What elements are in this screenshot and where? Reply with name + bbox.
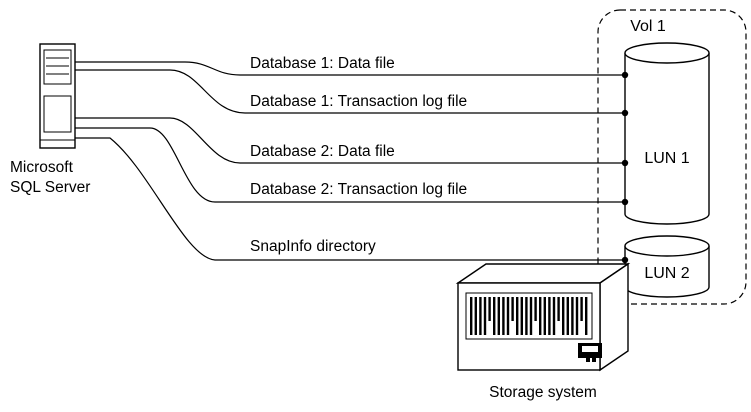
connection-label-db1-data: Database 1: Data file <box>250 55 395 72</box>
drive-slot <box>506 297 510 335</box>
connection-dot <box>621 109 629 117</box>
drive-slot <box>516 297 519 335</box>
drive-slot <box>534 297 537 321</box>
drive-slot <box>529 297 533 335</box>
drive-slot <box>571 297 574 335</box>
lun-1-cylinder <box>624 42 710 225</box>
drive-slot <box>585 297 588 335</box>
drive-slot <box>562 297 565 335</box>
drive-slot <box>479 297 482 335</box>
drive-slot <box>543 297 546 335</box>
drive-slot <box>548 297 551 335</box>
storage-appliance-icon <box>455 262 631 372</box>
drive-slot <box>493 297 496 335</box>
drive-slot <box>580 297 583 321</box>
server-tower-icon <box>39 43 76 149</box>
connection-dot <box>621 71 629 79</box>
connection-label-db2-data: Database 2: Data file <box>250 143 395 160</box>
connection-dot <box>621 159 629 167</box>
drive-slot <box>525 297 528 335</box>
drive-slot <box>474 297 477 335</box>
drive-slot <box>552 297 556 335</box>
drive-slot <box>511 297 514 321</box>
lun-2-cylinder <box>624 235 710 298</box>
connection-label-db2-log: Database 2: Transaction log file <box>250 181 467 198</box>
connection-dot <box>621 256 629 264</box>
drive-slot <box>497 297 500 335</box>
server-label-line1: Microsoft <box>10 159 74 176</box>
drive-slot <box>520 297 523 335</box>
connection-db2-log-wire <box>75 127 625 203</box>
connection-dot <box>621 198 629 206</box>
connection-db2-data-wire <box>75 117 625 164</box>
connection-snapinfo-wire <box>75 137 625 261</box>
connection-label-snapinfo: SnapInfo directory <box>250 238 376 255</box>
drive-slot <box>566 297 569 335</box>
drive-slot <box>575 297 579 335</box>
drive-slot <box>488 297 491 321</box>
lun-1-label: LUN 1 <box>644 150 689 167</box>
volume-boundary <box>597 9 747 305</box>
lun-2-label: LUN 2 <box>644 265 689 282</box>
drive-slot <box>557 297 560 321</box>
drive-slot <box>502 297 505 335</box>
server-label-line2: SQL Server <box>10 179 90 196</box>
drive-bay-slots <box>470 297 588 335</box>
connection-db1-data-wire <box>75 61 625 76</box>
drive-slot <box>539 297 542 335</box>
drive-slot <box>470 297 473 335</box>
connection-label-db1-log: Database 1: Transaction log file <box>250 93 467 110</box>
drive-slot <box>483 297 487 335</box>
storage-label: Storage system <box>489 384 597 401</box>
connection-db1-log-wire <box>75 69 625 114</box>
volume-label: Vol 1 <box>630 18 666 35</box>
